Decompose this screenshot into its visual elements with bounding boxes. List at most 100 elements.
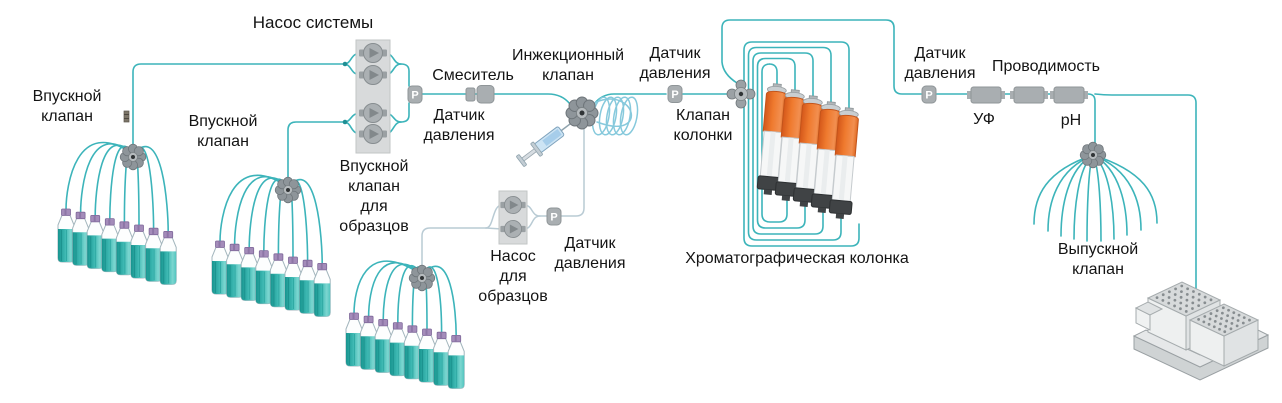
sample-inlet-valve-icon [408,264,436,292]
collector-tube [1212,325,1216,329]
bottle [418,328,436,383]
collector-tube [1209,298,1213,302]
bottle [360,315,378,370]
collector-tube [1203,301,1207,305]
collector-tube [1179,295,1183,299]
system-pump-label: Насос системы [252,13,374,32]
tube [1092,154,1142,231]
collector-tube [1232,311,1236,315]
collector-tube [1203,295,1207,299]
collector-tube [1161,293,1165,297]
column-valve-label: Клапан колонки [673,107,733,144]
collector-tube [1220,311,1224,315]
collector-tube [1248,318,1251,322]
collector-tube [1191,307,1194,310]
collector-tube [1173,298,1177,302]
tube [1033,154,1094,225]
collector-tube [1224,324,1228,328]
svg-text:P: P [550,212,557,224]
collector-tube [1208,317,1212,321]
bottle [86,214,104,269]
collector-tube [1173,304,1176,308]
inlet-fan-1 [65,141,169,234]
column-loop [761,63,788,223]
bottle [313,262,331,317]
collector-tube [1209,312,1213,315]
fraction-collector [1132,281,1270,381]
injection-valve-icon [565,96,599,130]
collector-tube [1241,321,1245,325]
bottle [101,218,119,273]
collector-tube [1174,287,1177,291]
svg-text:P: P [411,90,418,102]
collector-tube [1203,315,1207,318]
collector-tube [1225,319,1229,323]
ph-label: pH [1060,112,1082,129]
collector-tube [1167,301,1171,305]
inlet-valve-2-label: Впускной клапан [188,113,258,150]
inlet-valve-1-label: Впускной клапан [32,88,102,125]
pressure-sensor-sample-icon: P [546,207,562,226]
injection-valve-label: Инжекционный клапан [511,47,625,84]
collector-tube [1219,322,1222,326]
collector-tube [1167,296,1171,299]
bottle [374,318,392,373]
collector-tube [1185,293,1189,296]
chromatography-columns [756,82,861,221]
pressure-sensor-postcolumn-label: Датчик давления [904,45,976,82]
mixer-icon [465,85,495,104]
bottle [433,331,451,386]
collector-tube [1180,290,1183,294]
sample-pump-icon [498,190,528,245]
bottle [72,211,90,266]
column-tubing [743,41,860,247]
collector-tube [1207,322,1211,326]
uv-label: УФ [973,111,995,128]
collector-tube [1179,307,1182,311]
bottle [284,256,302,311]
column-loop [756,57,806,229]
collector-tube [1237,313,1241,317]
bottle [345,312,363,367]
collector-tube [1161,298,1165,302]
pressure-sensor-precolumn-label: Датчик давления [639,45,711,82]
collector-tube [1168,290,1171,294]
tube [1092,154,1158,224]
svg-text:P: P [925,90,932,102]
collector-tube [1180,284,1184,288]
column-loop [747,46,842,241]
collector-tube [1213,320,1217,323]
collector-tube [1223,330,1227,334]
collector-tube [1173,293,1177,296]
buffer-bottles-1 [57,208,177,285]
collector-tube-grid [1155,284,1251,334]
collector-tube [1197,304,1201,308]
tube [132,145,169,234]
collector-tube [1230,322,1234,325]
ph-monitor-icon [1049,86,1089,104]
collector-tube [1191,301,1195,305]
collector-tube [1192,290,1195,293]
tube [1047,154,1094,232]
collector-tube [1197,317,1201,321]
bottle [255,250,273,305]
tube-clip [123,110,130,123]
collector-tube [1227,308,1230,312]
bottle [145,227,163,282]
bottle [115,221,133,276]
conductivity-label: Проводимость [992,58,1100,75]
chromatography-column-label: Хроматографическая колонка [685,250,909,267]
collector-tube [1184,310,1188,313]
bottle [211,240,229,295]
pressure-sensor-postcolumn-icon: P [921,85,937,104]
inlet-valve-2-icon [274,176,302,204]
syringe-icon [516,121,573,167]
bottle [389,322,407,377]
collector-tube [1236,319,1240,322]
bottle [130,224,148,279]
bottle [299,259,317,314]
collector-tube [1215,309,1219,313]
collector-tube [1235,324,1239,328]
